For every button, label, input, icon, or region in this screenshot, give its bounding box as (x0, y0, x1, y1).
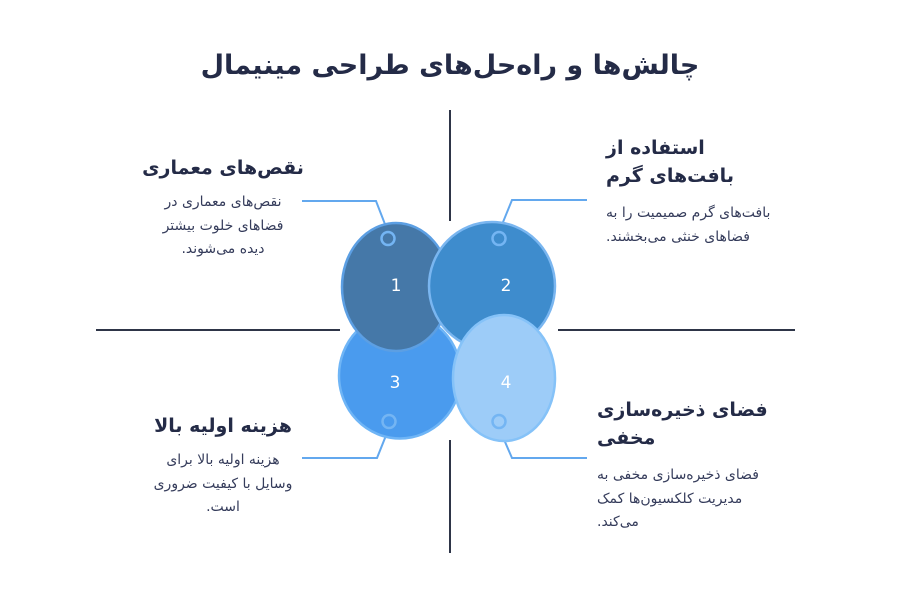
anchor-ring-4 (491, 413, 507, 430)
circle-number-1: 1 (391, 276, 402, 296)
item-block-2: استفاده از بافت‌های گرم بافت‌های گرم صمی… (606, 134, 778, 249)
item-block-3: هزینه اولیه بالا هزینه اولیه بالا برای و… (140, 412, 306, 520)
item-heading-1: نقص‌های معماری (142, 157, 304, 179)
connector-line-2 (498, 199, 587, 233)
item-description-3: هزینه اولیه بالا برای وسایل با کیفیت ضرو… (153, 452, 293, 515)
circle-number-4: 4 (501, 373, 512, 393)
anchor-ring-1 (380, 230, 396, 247)
item-heading-2: استفاده از بافت‌های گرم (606, 137, 734, 187)
circle-4 (451, 313, 557, 443)
item-block-1: نقص‌های معماری نقص‌های معماری در فضاهای … (140, 154, 306, 262)
item-block-4: فضای ذخیره‌سازی مخفی فضای ذخیره‌سازی مخف… (597, 396, 779, 535)
item-description-1: نقص‌های معماری در فضاهای خلوت بیشتر دیده… (162, 194, 284, 257)
page-title: چالش‌ها و راه‌حل‌های طراحی مینیمال (200, 50, 700, 81)
circle-number-2: 2 (501, 276, 512, 296)
anchor-ring-3 (381, 413, 397, 430)
anchor-ring-2 (491, 230, 507, 247)
connector-line-1 (302, 200, 389, 233)
item-description-4: فضای ذخیره‌سازی مخفی به مدیریت کلکسیون‌ه… (597, 467, 759, 530)
circle-number-3: 3 (390, 373, 401, 393)
item-heading-4: فضای ذخیره‌سازی مخفی (597, 399, 768, 449)
item-heading-3: هزینه اولیه بالا (154, 415, 292, 437)
item-description-2: بافت‌های گرم صمیمیت را به فضاهای خنثی می… (606, 205, 771, 245)
